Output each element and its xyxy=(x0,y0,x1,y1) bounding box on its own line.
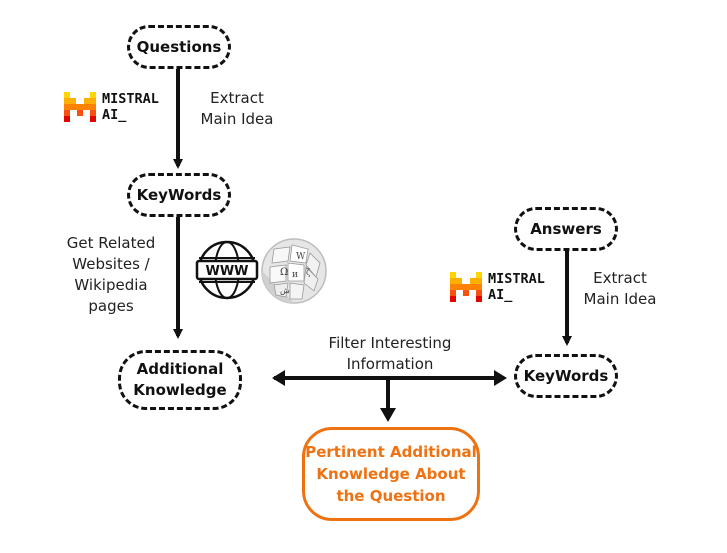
svg-text:и: и xyxy=(292,270,298,280)
www-text: WWW xyxy=(205,264,248,279)
arrowhead-down xyxy=(380,408,396,422)
svg-text:ش: ش xyxy=(280,286,290,295)
node-pertinent-line1: Pertinent Additional xyxy=(305,443,477,461)
svg-text:ζ: ζ xyxy=(306,268,311,277)
node-keywords-left: KeyWords xyxy=(127,173,231,217)
node-answers-label: Answers xyxy=(530,220,602,238)
node-additional-line1: Additional xyxy=(136,360,224,378)
arrowhead-left xyxy=(272,370,285,386)
svg-text:Ω: Ω xyxy=(280,267,288,278)
node-answers: Answers xyxy=(514,207,618,251)
node-pertinent-knowledge: Pertinent Additional Knowledge About the… xyxy=(302,427,480,521)
node-questions: Questions xyxy=(127,25,231,69)
globe-www-icon: WWW xyxy=(195,240,259,300)
mistral-logo-icon xyxy=(64,92,96,122)
svg-text:W: W xyxy=(296,252,306,262)
label-get-related: Get Related Websites / Wikipedia pages xyxy=(66,234,156,315)
node-additional-knowledge: Additional Knowledge xyxy=(118,350,242,410)
node-keywords-left-label: KeyWords xyxy=(136,186,222,204)
wikipedia-globe-icon: Ω W и ش ζ xyxy=(261,238,327,304)
node-questions-label: Questions xyxy=(136,38,222,56)
node-pertinent-line2: Knowledge About xyxy=(316,465,466,483)
arrowhead-right xyxy=(494,370,507,386)
node-pertinent-line3: the Question xyxy=(336,487,446,505)
node-keywords-right-label: KeyWords xyxy=(523,367,609,385)
node-keywords-right: KeyWords xyxy=(514,354,618,398)
node-additional-line2: Knowledge xyxy=(133,381,227,399)
mistral-logo-icon xyxy=(450,272,482,302)
